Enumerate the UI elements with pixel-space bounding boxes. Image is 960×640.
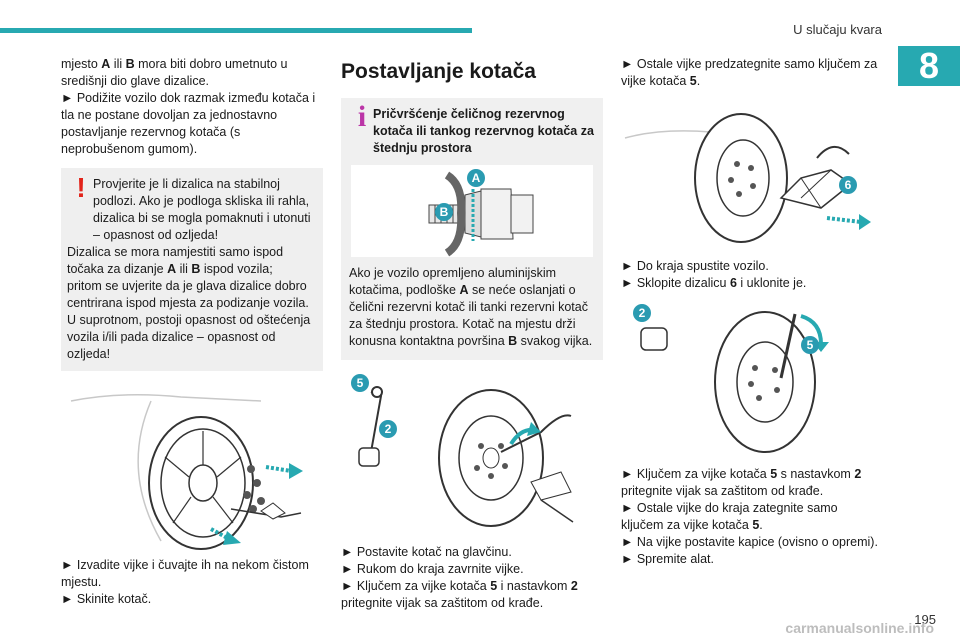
badge-5: 5: [351, 374, 369, 392]
info-title: Pričvršćenje čeličnog rezervnog kotača i…: [373, 107, 594, 155]
header-accent-bar: [0, 28, 472, 33]
final-tighten-illustration: [640, 311, 829, 453]
badge-b: B: [435, 203, 453, 221]
wheel-removal-illustration: [70, 394, 303, 550]
info-icon: i: [357, 100, 367, 133]
step-caps: ► Na vijke postavite kapice (ovisno o op…: [621, 535, 878, 549]
step-lower-vehicle: ► Do kraja spustite vozilo.: [621, 259, 769, 273]
warning-text-2: Dizalica se mora namjestiti samo ispod t…: [67, 245, 284, 276]
bolt-illustration: A B: [351, 165, 593, 257]
badge-2-right: 2: [633, 304, 651, 322]
warning-box: ! Provjerite je li dizalica na stabilnoj…: [61, 168, 323, 371]
page-number: 195: [914, 612, 936, 627]
step-store-tools: ► Spremite alat.: [621, 552, 714, 566]
chapter-number: 8: [898, 45, 960, 86]
illustration-remove-bolts: [61, 391, 323, 551]
info-box: i Pričvršćenje čeličnog rezervnog kotača…: [341, 98, 603, 360]
step-hand-tighten: ► Rukom do kraja zavrnite vijke.: [341, 562, 524, 576]
wheel-fitting-illustration: [358, 386, 574, 527]
step-place-wheel: ► Postavite kotač na glavčinu.: [341, 545, 512, 559]
warning-text-1: Provjerite je li dizalica na stabilnoj p…: [93, 177, 311, 242]
column-1: mjesto A ili B mora biti dobro umetnuto …: [61, 56, 323, 608]
badge-6: 6: [839, 176, 857, 194]
badge-a: A: [467, 169, 485, 187]
step-raise-vehicle: ► Podižite vozilo dok razmak između kota…: [61, 91, 316, 156]
step-remove-wheel: ► Skinite kotač.: [61, 592, 152, 606]
step-final-tighten: ► Ostale vijke do kraja zategnite samo k…: [621, 501, 838, 532]
column-2: Postavljanje kotača i Pričvršćenje čelič…: [341, 56, 603, 612]
step-antitheft-final: ► Ključem za vijke kotača 5 s nastavkom …: [621, 467, 862, 498]
watermark: carmanualsonline.info: [785, 620, 934, 636]
step-remove-bolts: ► Izvadite vijke i čuvajte ih na nekom č…: [61, 558, 309, 589]
illustration-fit-wheel: 5 2: [341, 372, 603, 532]
jack-lowering-illustration: [624, 113, 871, 243]
warning-text-3: pritom se uvjerite da je glava dizalice …: [67, 279, 309, 310]
illustration-tighten-bolts: 2 5: [621, 304, 883, 454]
step-antitheft-bolt: ► Ključem za vijke kotača 5 i nastavkom …: [341, 579, 578, 610]
badge-5-right: 5: [801, 336, 819, 354]
column-3: ► Ostale vijke predzategnite samo ključe…: [621, 56, 883, 568]
badge-2: 2: [379, 420, 397, 438]
step-pretighten: ► Ostale vijke predzategnite samo ključe…: [621, 57, 878, 88]
step-fold-jack: ► Sklopite dizalicu 6 i uklonite je.: [621, 276, 807, 290]
section-title: U slučaju kvara: [793, 22, 882, 37]
section-heading: Postavljanje kotača: [341, 60, 536, 83]
illustration-lower-vehicle: 6: [621, 98, 883, 248]
paragraph-jack-position: mjesto A ili B mora biti dobro umetnuto …: [61, 57, 288, 88]
warning-icon: !: [76, 172, 86, 203]
info-body: Ako je vozilo opremljeno aluminijskim ko…: [349, 266, 593, 348]
warning-text-4: U suprotnom, postoji opasnost od oštećen…: [67, 313, 311, 361]
